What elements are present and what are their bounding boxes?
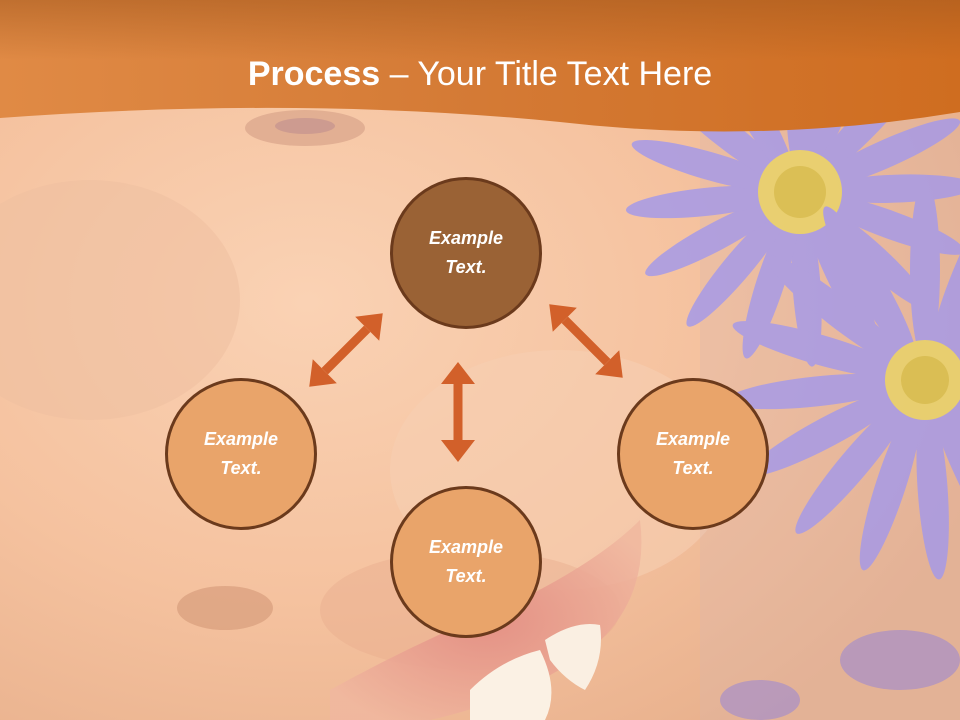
arrow-top-left — [309, 313, 383, 387]
arrow-top-right — [549, 304, 623, 378]
flower-decoration — [625, 17, 960, 720]
node-left-line2: Text. — [220, 458, 262, 478]
node-bottom-line1: Example — [428, 537, 504, 557]
node-bottom-line2: Text. — [445, 566, 487, 586]
node-right-line2: Text. — [672, 458, 714, 478]
node-right-line1: Example — [655, 429, 731, 449]
node-top-line2: Text. — [445, 257, 487, 277]
node-left-line1: Example — [203, 429, 279, 449]
arrow-top-bottom — [441, 362, 475, 462]
title-bold-text: Process — [247, 55, 381, 93]
node-top-line1: Example — [428, 228, 504, 248]
title-rest-text: – Your Title Text Here — [380, 55, 713, 93]
slide-title: Process – Your Title Text Here — [0, 52, 960, 96]
